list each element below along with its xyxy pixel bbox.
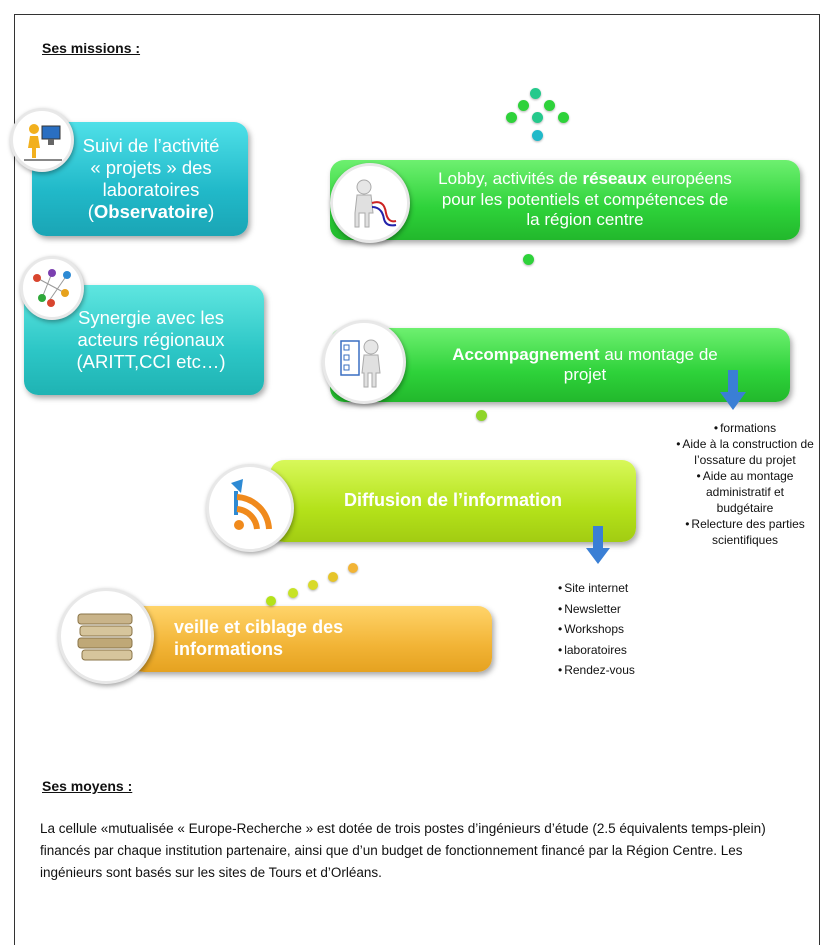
checklist-figure-icon (322, 320, 406, 404)
list-item: Workshops (558, 619, 698, 640)
synergie-line1: Synergie avec les (77, 306, 225, 328)
list-item: Rendez-vous (558, 660, 698, 681)
decor-dot (476, 410, 487, 421)
list-item: Site internet (558, 578, 698, 599)
lobby-pre: Lobby, activités de (438, 169, 583, 189)
decor-dot (523, 254, 534, 265)
diffusion-list: Site internet Newsletter Workshops labor… (558, 578, 698, 681)
accompagnement-bold: Accompagnement (452, 344, 600, 364)
decor-dot (348, 563, 358, 573)
lobby-line3: la région centre (526, 210, 644, 230)
down-arrow-icon (586, 526, 610, 564)
suivi-line1: Suivi de l’activité (82, 134, 220, 156)
books-icon (58, 588, 154, 684)
rss-megaphone-icon (206, 464, 294, 552)
synergie-line2: acteurs régionaux (77, 328, 225, 350)
veille-line2: informations (174, 639, 284, 659)
decor-dot (544, 100, 555, 111)
decor-dot (328, 572, 338, 582)
list-item: Aide au montage administratif et budgéta… (660, 468, 830, 516)
lobby-bold: réseaux (582, 169, 647, 189)
suivi-line3: laboratoires (102, 179, 200, 200)
moyens-heading: Ses moyens : (42, 778, 133, 794)
suivi-line2: « projets » des (90, 156, 212, 178)
decor-dot (558, 112, 569, 123)
diffusion-box: Diffusion de l’information (270, 460, 636, 542)
accompagnement-post: au montage de (599, 344, 718, 364)
decor-dot (532, 112, 543, 123)
decor-dot (288, 588, 298, 598)
decor-dot (532, 130, 543, 141)
list-item: Relecture des parties scientifiques (660, 516, 830, 548)
accompagnement-list: formations Aide à la construction de l’o… (660, 420, 830, 548)
moyens-paragraph: La cellule «mutualisée « Europe-Recherch… (40, 821, 766, 880)
missions-heading: Ses missions : (42, 40, 141, 56)
synergie-line3: (ARITT,CCI etc…) (76, 351, 226, 373)
accompagnement-box: Accompagnement au montage de projet (330, 328, 790, 402)
decor-dot (506, 112, 517, 123)
diffusion-label: Diffusion de l’information (344, 490, 562, 511)
plug-figure-icon (330, 163, 410, 243)
list-item: laboratoires (558, 640, 698, 661)
decor-dot (266, 596, 276, 606)
accompagnement-line2: projet (563, 365, 607, 384)
lobby-line2: pour les potentiels et compétences de (441, 189, 729, 209)
decor-dot (518, 100, 529, 111)
people-network-icon (20, 256, 84, 320)
list-item: Aide à la construction de l’ossature du … (660, 436, 830, 468)
list-item: Newsletter (558, 599, 698, 620)
worker-at-desk-icon (10, 108, 74, 172)
decor-dot (308, 580, 318, 590)
decor-dot (530, 88, 541, 99)
suivi-bold: Observatoire (93, 201, 209, 223)
veille-line1: veille et ciblage des (174, 617, 344, 638)
list-item: formations (660, 420, 830, 436)
down-arrow-icon (720, 370, 746, 410)
lobby-post: européens (646, 169, 732, 189)
veille-box: veille et ciblage des informations (130, 606, 492, 672)
